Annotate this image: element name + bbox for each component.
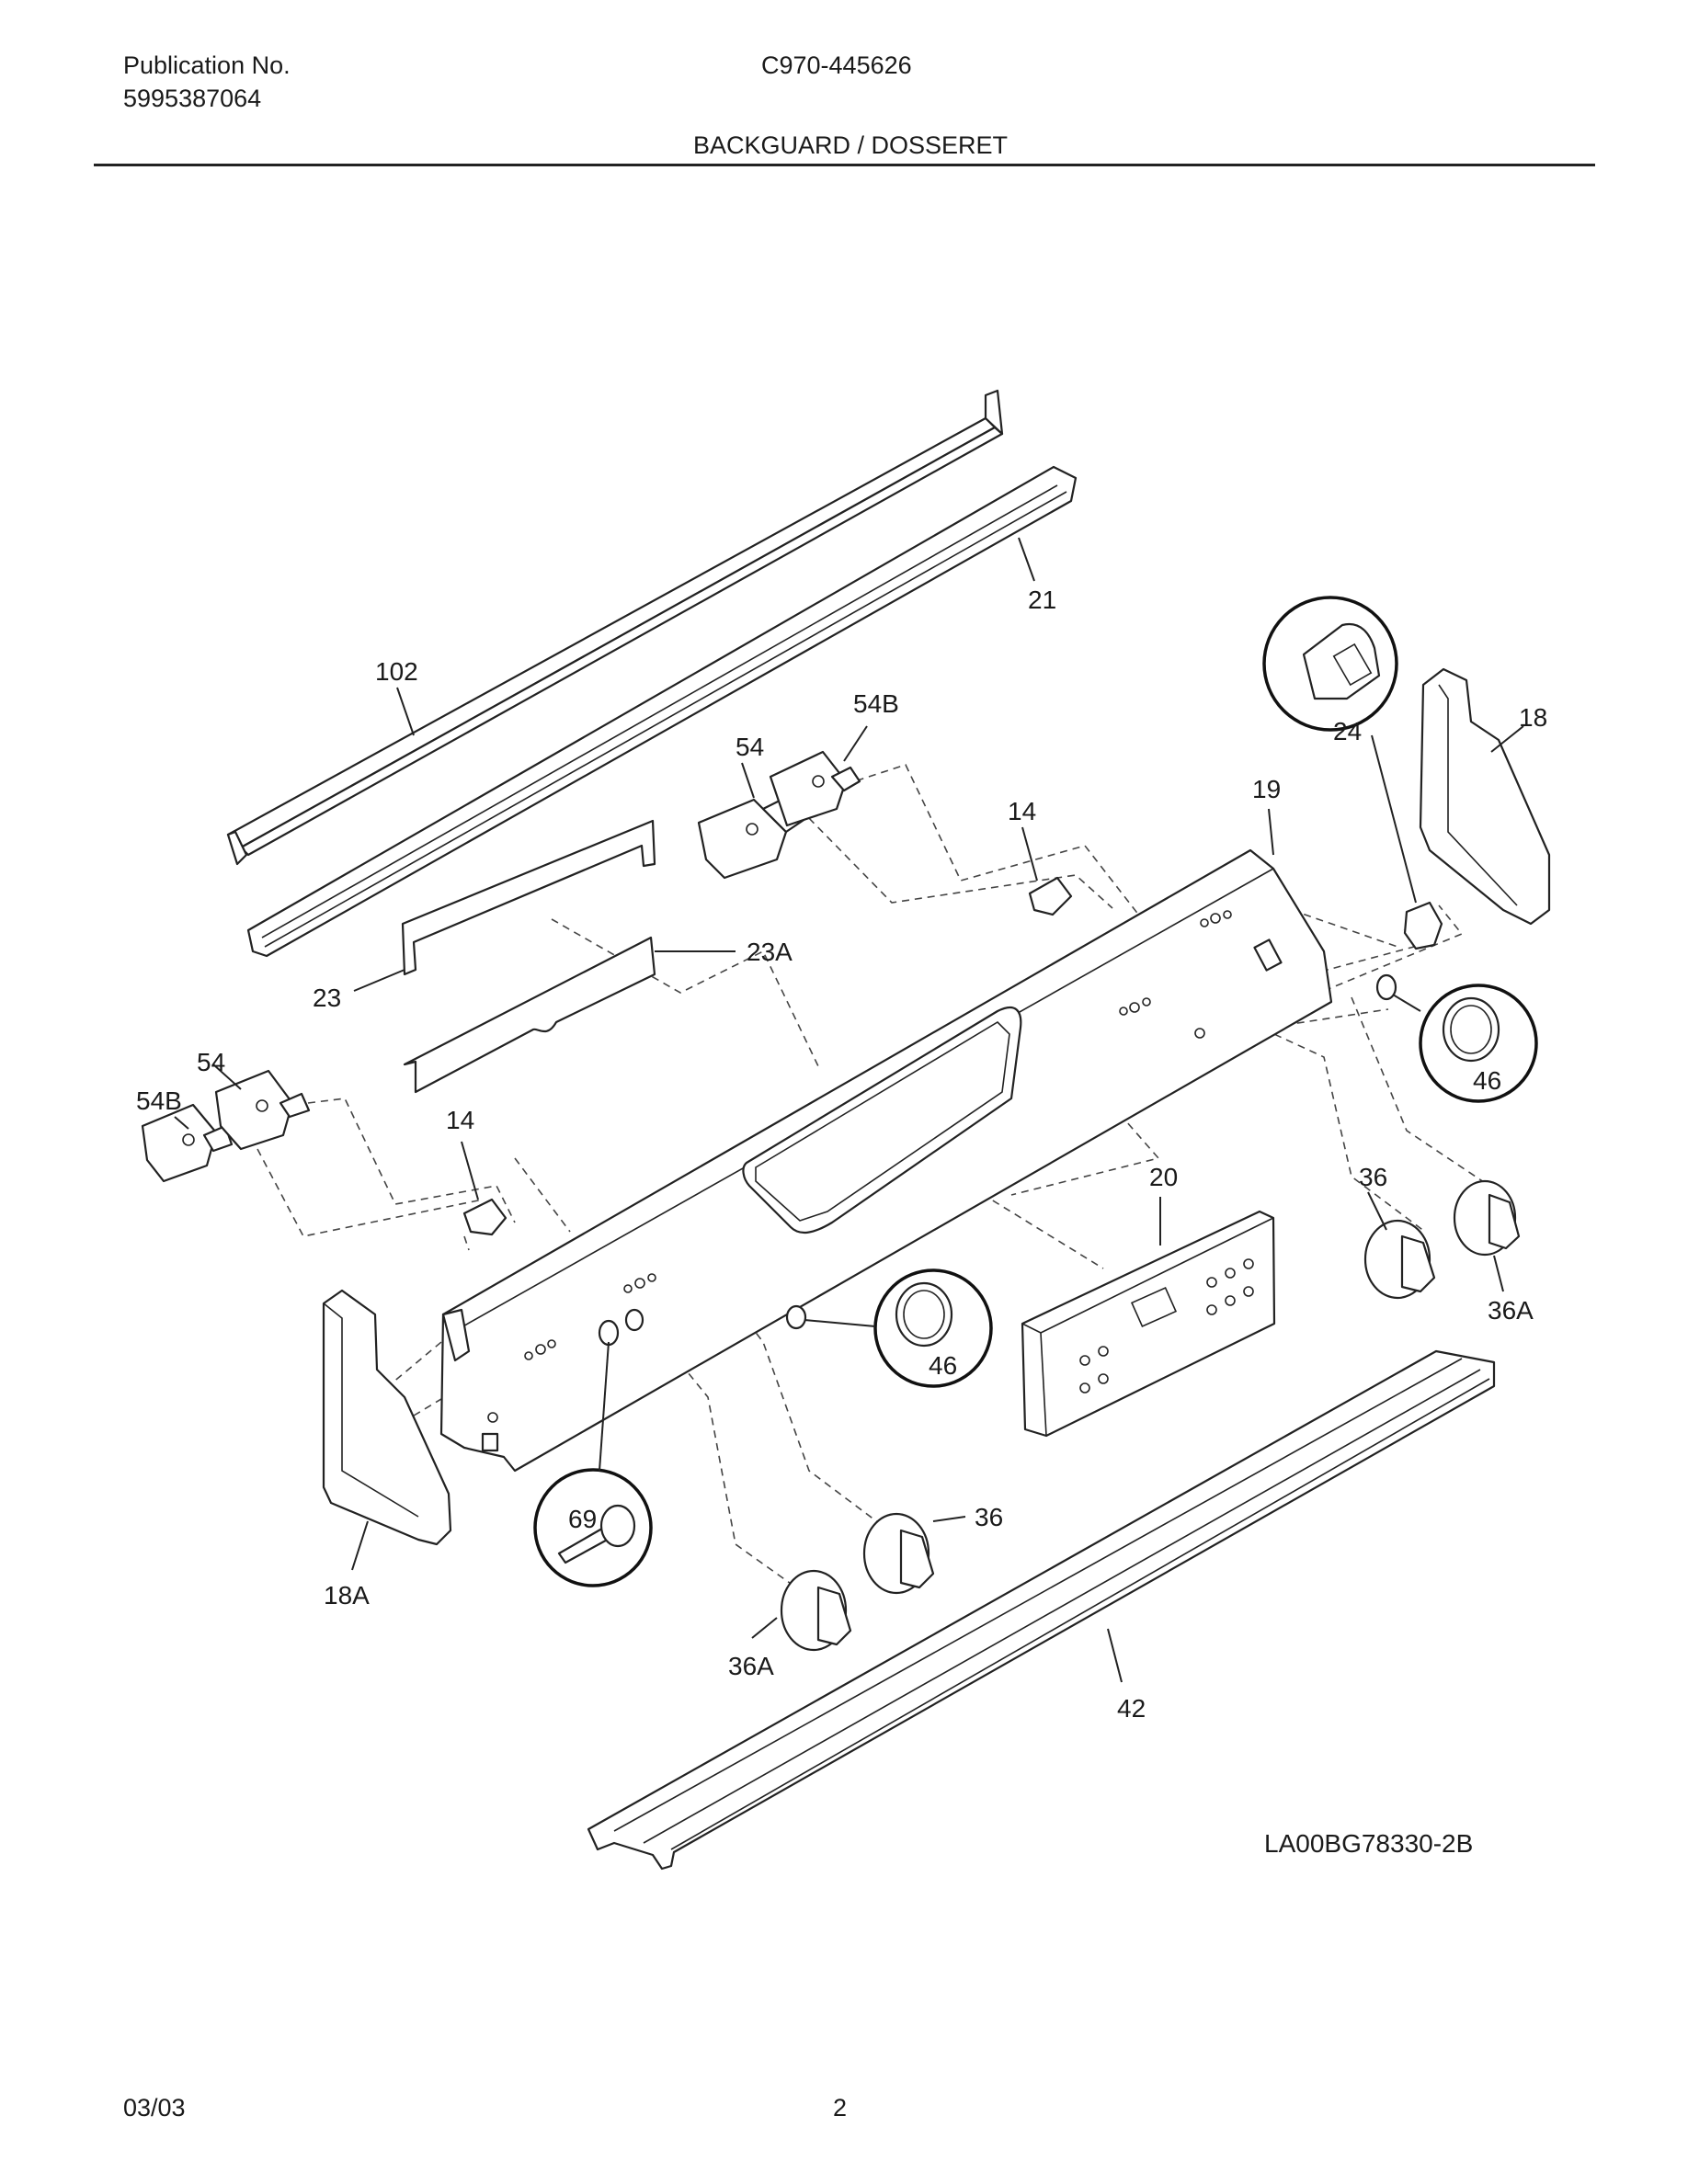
label-36A-right: 36A xyxy=(1488,1296,1534,1325)
label-18A: 18A xyxy=(324,1581,370,1610)
part-24-switch xyxy=(1403,901,1443,950)
label-46-center: 46 xyxy=(929,1351,957,1380)
part-36A-knob-center xyxy=(780,1569,852,1652)
part-102-rail xyxy=(226,389,1004,866)
part-46-small-knob-center xyxy=(785,1304,807,1330)
label-23: 23 xyxy=(313,984,341,1012)
part-19-backguard-panel xyxy=(439,848,1333,1473)
label-54-left: 54 xyxy=(197,1048,225,1076)
part-54B-switch-left xyxy=(141,1103,234,1183)
detail-bubble-24 xyxy=(1262,596,1417,904)
detail-bubble-46-center xyxy=(804,1268,993,1388)
label-46-right: 46 xyxy=(1473,1066,1501,1095)
part-14-clip-left xyxy=(462,1198,508,1236)
label-42: 42 xyxy=(1117,1694,1146,1723)
part-36-knob-center xyxy=(862,1512,935,1595)
detail-bubble-46-right xyxy=(1392,984,1538,1103)
label-36A-center: 36A xyxy=(728,1652,774,1680)
part-23A-strip xyxy=(403,936,656,1094)
label-36-center: 36 xyxy=(975,1503,1003,1531)
part-14-clip-top xyxy=(1028,876,1073,916)
part-36-knob-right xyxy=(1363,1219,1436,1300)
page-title: BACKGUARD / DOSSERET xyxy=(692,131,1009,159)
leader-lines xyxy=(174,537,1524,1683)
label-54B-left: 54B xyxy=(136,1086,182,1115)
footer-date: 03/03 xyxy=(123,2094,186,2121)
part-46-small-knob-right xyxy=(1375,973,1397,1001)
label-69: 69 xyxy=(568,1505,597,1533)
part-18A-end-cap-left xyxy=(322,1289,452,1546)
drawing-code: LA00BG78330-2B xyxy=(1264,1829,1473,1858)
part-54B-switch-top xyxy=(769,750,861,827)
part-42-trim xyxy=(587,1349,1496,1871)
label-54-top: 54 xyxy=(736,733,764,761)
label-14-top: 14 xyxy=(1008,797,1036,825)
part-21-channel xyxy=(246,465,1078,958)
publication-number: 5995387064 xyxy=(123,85,262,112)
model-number: C970-445626 xyxy=(761,51,912,79)
label-18: 18 xyxy=(1519,703,1547,732)
label-36-right: 36 xyxy=(1359,1163,1387,1191)
footer-page-number: 2 xyxy=(833,2094,848,2121)
label-23A: 23A xyxy=(747,938,793,966)
label-20: 20 xyxy=(1149,1163,1178,1191)
label-24: 24 xyxy=(1333,717,1362,745)
publication-label: Publication No. xyxy=(123,51,291,79)
part-20-control-board xyxy=(1021,1210,1276,1438)
label-19: 19 xyxy=(1252,775,1281,803)
part-labels: 102 21 54 54B 14 24 18 19 23A 23 46 54 5… xyxy=(136,586,1547,1858)
label-14-left: 14 xyxy=(446,1106,474,1134)
part-23-bracket xyxy=(401,819,656,976)
label-54B-top: 54B xyxy=(853,689,899,718)
label-102: 102 xyxy=(375,657,418,686)
header-rule xyxy=(94,164,1595,166)
part-18-end-cap-right xyxy=(1419,667,1551,926)
detail-bubble-69 xyxy=(533,1341,653,1587)
label-21: 21 xyxy=(1028,586,1056,614)
part-36A-knob-right xyxy=(1453,1179,1521,1257)
part-54-switch-left xyxy=(214,1069,311,1151)
